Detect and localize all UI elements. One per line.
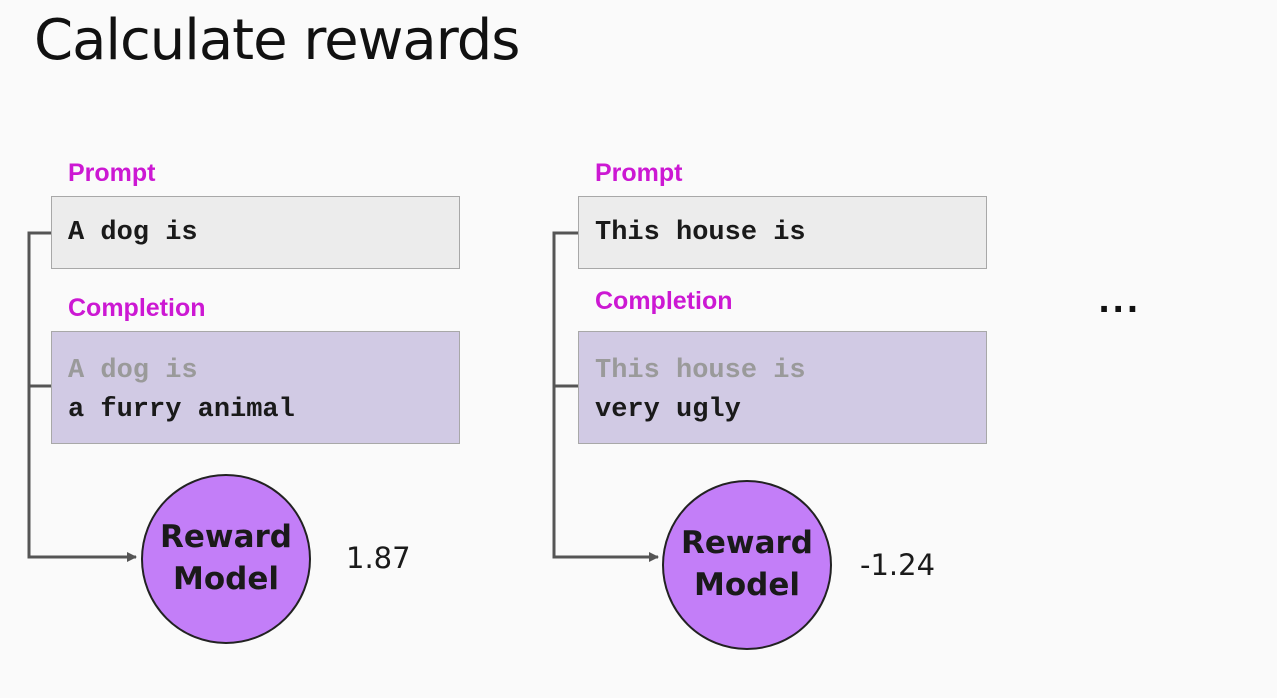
connector-2	[552, 231, 659, 562]
completion-text-2: very ugly	[595, 395, 741, 425]
reward-score-2: -1.24	[860, 548, 936, 582]
reward-model-line1-1: Reward	[160, 519, 292, 556]
prompt-label-2: Prompt	[595, 159, 683, 187]
page-title: Calculate rewards	[34, 8, 520, 73]
connector-1	[27, 231, 137, 562]
completion-echo-1: A dog is	[68, 356, 198, 386]
prompt-text-2: This house is	[595, 218, 806, 248]
prompt-text-1: A dog is	[68, 218, 198, 248]
reward-model-circle-2: Reward Model	[662, 480, 832, 650]
more-examples-ellipsis: ...	[1098, 282, 1141, 320]
reward-score-1: 1.87	[346, 541, 411, 575]
completion-box-2: This house is very ugly	[578, 331, 987, 444]
completion-box-1: A dog is a furry animal	[51, 331, 460, 444]
prompt-box-1: A dog is	[51, 196, 460, 269]
completion-echo-2: This house is	[595, 356, 806, 386]
completion-label-2: Completion	[595, 287, 733, 315]
completion-label-1: Completion	[68, 294, 206, 322]
reward-model-line2-2: Model	[694, 567, 800, 603]
reward-model-line1-2: Reward	[681, 525, 813, 562]
reward-model-line2-1: Model	[173, 561, 279, 597]
prompt-box-2: This house is	[578, 196, 987, 269]
completion-text-1: a furry animal	[68, 395, 295, 425]
prompt-label-1: Prompt	[68, 159, 156, 187]
reward-model-circle-1: Reward Model	[141, 474, 311, 644]
